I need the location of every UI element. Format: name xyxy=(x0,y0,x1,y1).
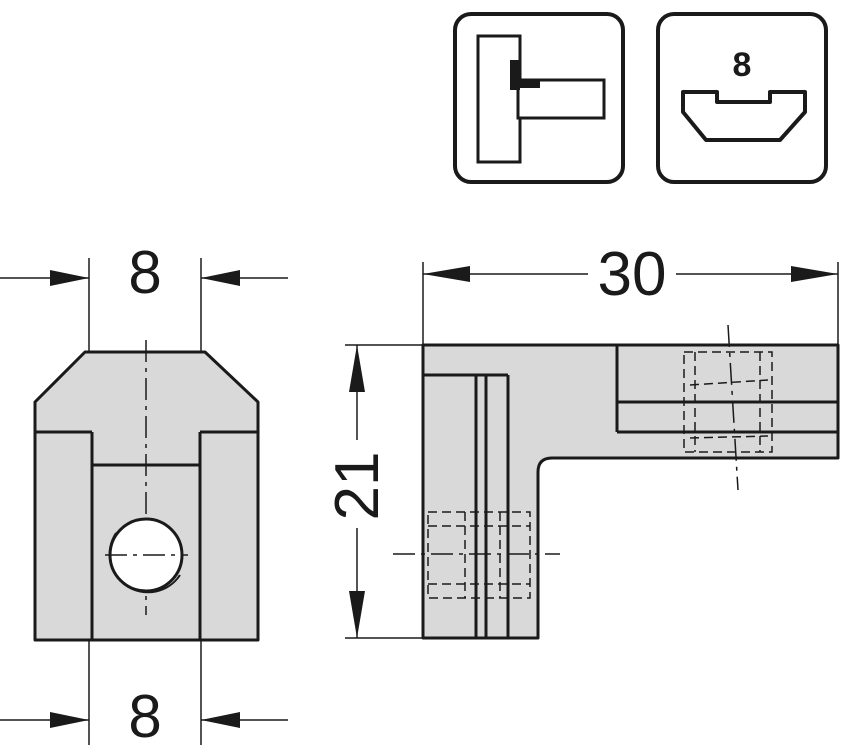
front-bottom-arrow-right xyxy=(201,712,240,728)
profile-slot-label: 8 xyxy=(733,46,752,84)
side-length-arrow-right xyxy=(791,266,838,282)
side-height-arrow-bottom xyxy=(349,591,365,638)
connector-head xyxy=(510,60,520,90)
front-bottom-width-label: 8 xyxy=(128,683,161,750)
connector-symbol-icon xyxy=(453,12,625,184)
side-view-arm-centerline xyxy=(727,324,739,491)
connector-plate xyxy=(476,34,522,164)
front-top-arrow-left xyxy=(50,270,89,286)
connector-neck xyxy=(510,80,540,88)
front-view: 8 8 xyxy=(0,239,288,750)
side-view-plate-hidden-thread xyxy=(427,511,531,599)
front-bottom-arrow-left xyxy=(50,712,89,728)
front-top-arrow-right xyxy=(201,270,240,286)
side-height-label: 21 xyxy=(323,452,392,521)
front-top-width-label: 8 xyxy=(128,239,161,306)
profile-slot-icon: 8 xyxy=(656,12,828,184)
side-length-label: 30 xyxy=(598,240,667,309)
profile-slot-shape xyxy=(681,90,807,142)
side-view-arm-hidden-thread xyxy=(683,351,773,453)
profile-slot-frame xyxy=(656,12,828,184)
front-view-thread-arc xyxy=(108,532,181,594)
side-length-arrow-left xyxy=(423,266,470,282)
side-height-arrow-top xyxy=(349,345,365,392)
side-view: 30 21 xyxy=(323,240,840,640)
